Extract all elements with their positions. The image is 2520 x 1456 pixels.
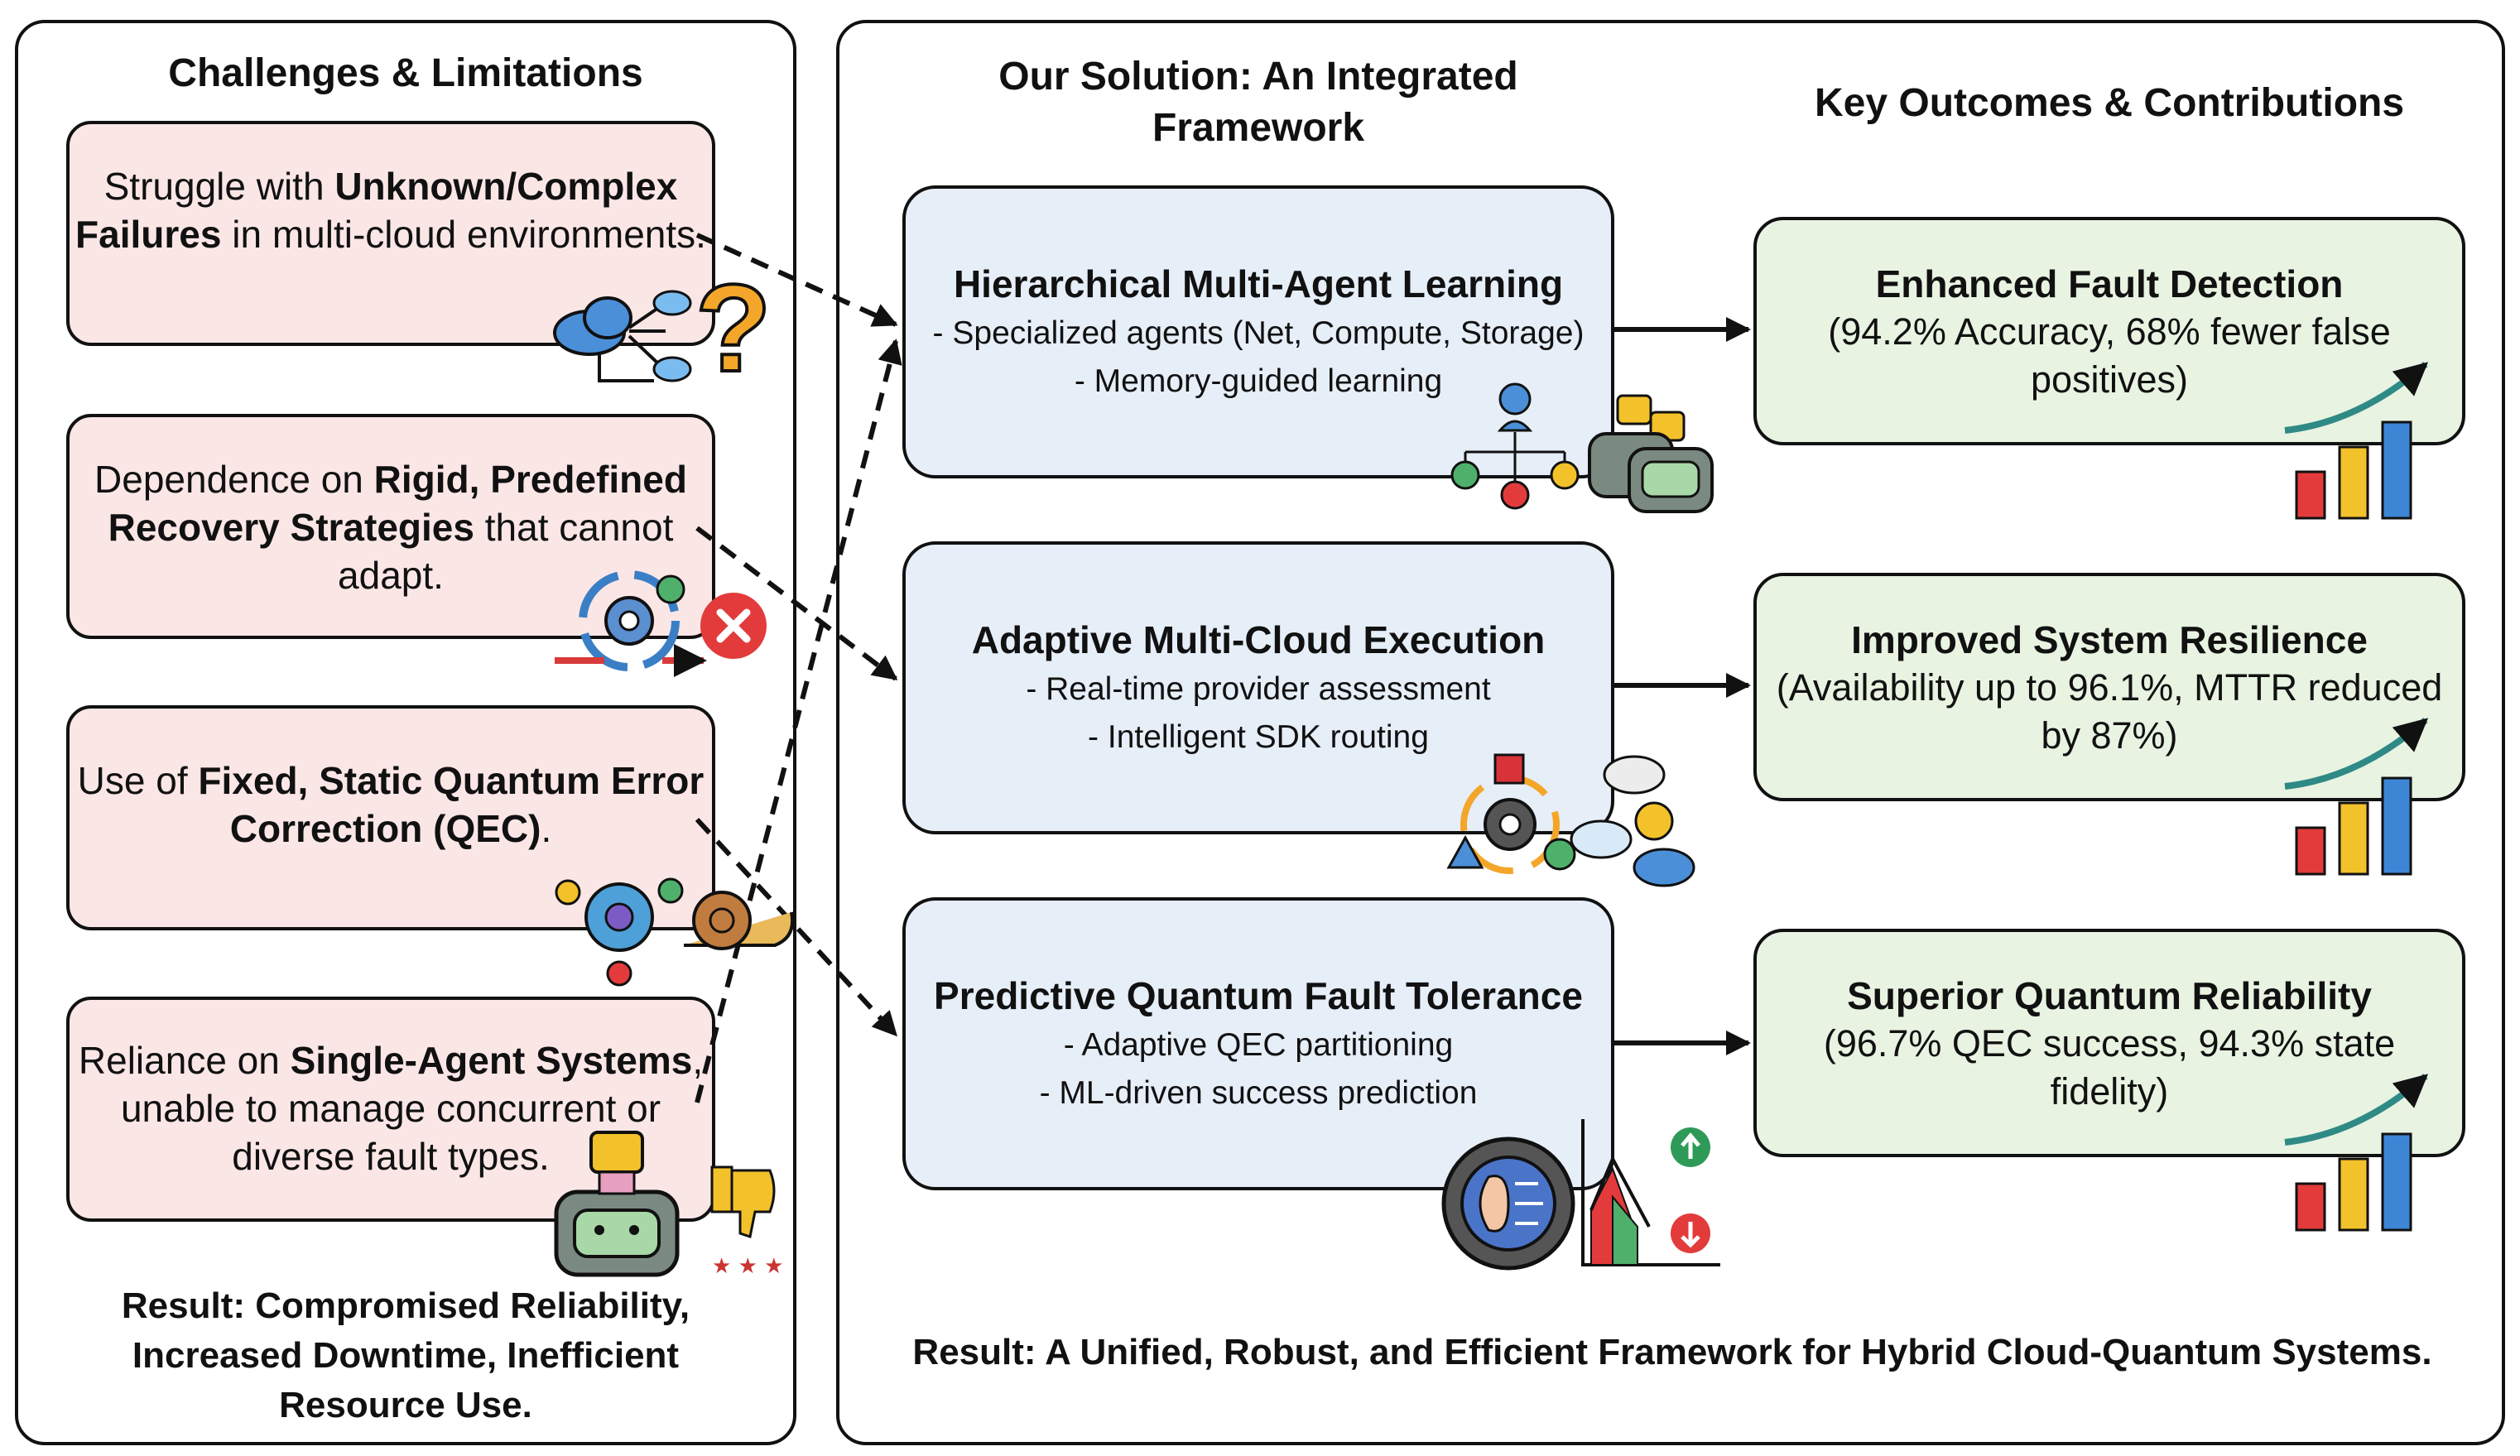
svg-text:?: ? (695, 258, 772, 397)
team-hierarchy-icon (1450, 382, 1580, 510)
solution-bullet: - Adaptive QEC partitioning (1063, 1027, 1454, 1063)
outcome-title-3: Superior Quantum Reliability (1847, 974, 2372, 1017)
challenge-box-2: Dependence on Rigid, Predefined Recovery… (66, 414, 715, 639)
svg-text:★ ★ ★: ★ ★ ★ (712, 1254, 783, 1279)
growth-bars-icon (2284, 717, 2429, 876)
multicloud-gear-icon (1446, 753, 1695, 887)
gear-cycle-icon (555, 570, 704, 667)
outcome-box-1: Enhanced Fault Detection (94.2% Accuracy… (1753, 217, 2465, 445)
growth-bars-icon (2284, 1073, 2429, 1232)
outcome-text-3: (96.7% QEC success, 94.3% state fidelity… (1823, 1022, 2396, 1112)
outcome-title-2: Improved System Resilience (1851, 618, 2368, 661)
outcome-box-2: Improved System Resilience (Availability… (1753, 573, 2465, 801)
challenge-box-4: Reliance on Single-Agent Systems, unable… (66, 997, 715, 1222)
solution-bullet: - Memory-guided learning (1074, 363, 1443, 399)
dashed-arrow-3 (695, 817, 898, 1037)
dashed-connectors (695, 233, 902, 1103)
dashed-arrow-2 (695, 526, 898, 681)
solution-bullet: - Intelligent SDK routing (1088, 719, 1429, 755)
solution-title-3: Predictive Quantum Fault Tolerance (934, 974, 1583, 1017)
thumbs-down-icon: ★ ★ ★ (710, 1165, 783, 1279)
solution-box-1: Hierarchical Multi-Agent Learning - Spec… (902, 185, 1614, 478)
dashed-arrow-4 (695, 339, 902, 1103)
growth-bars-icon (2284, 361, 2429, 520)
gear-check-icon (555, 877, 684, 987)
challenges-result: Result: Compromised Reliability, Increas… (121, 1285, 690, 1425)
outcome-text-1: (94.2% Accuracy, 68% fewer false positiv… (1828, 310, 2391, 401)
solution-box-2: Adaptive Multi-Cloud Execution - Real-ti… (902, 541, 1614, 834)
robot-group-icon (1588, 394, 1714, 513)
prediction-chart-icon (1581, 1119, 1720, 1266)
outcomes-title: Key Outcomes & Contributions (1814, 81, 2405, 125)
robot-icon (554, 1131, 680, 1277)
solution-box-3: Predictive Quantum Fault Tolerance - Ada… (902, 897, 1614, 1190)
brain-gear-icon (1441, 1136, 1575, 1271)
solution-result: Result: A Unified, Robust, and Efficient… (912, 1332, 2432, 1372)
cloud-network-icon (553, 290, 692, 382)
outcome-box-3: Superior Quantum Reliability (96.7% QEC … (1753, 929, 2465, 1157)
challenge-text-2: Dependence on Rigid, Predefined Recovery… (94, 458, 687, 597)
solution-title: Our Solution: An Integrated Framework (998, 55, 1518, 150)
challenge-text-4: Reliance on Single-Agent Systems, unable… (78, 1039, 704, 1178)
outcome-title-1: Enhanced Fault Detection (1875, 262, 2344, 305)
challenges-title: Challenges & Limitations (168, 51, 643, 95)
solution-bullet: - Specialized agents (Net, Compute, Stor… (932, 315, 1585, 351)
dashed-arrow-1 (695, 233, 898, 327)
outcome-text-2: (Availability up to 96.1%, MTTR reduced … (1776, 666, 2443, 757)
question-mark-icon: ? (694, 257, 773, 399)
challenge-text-1: Struggle with Unknown/Complex Failures i… (75, 165, 706, 256)
solution-bullet: - ML-driven success prediction (1039, 1075, 1478, 1111)
solution-bullet: - Real-time provider assessment (1026, 671, 1491, 707)
challenge-text-3: Use of Fixed, Static Quantum Error Corre… (77, 759, 705, 850)
solution-title-2: Adaptive Multi-Cloud Execution (971, 618, 1546, 661)
snail-icon (684, 891, 794, 950)
solid-connectors (1614, 317, 1751, 1055)
solution-title-1: Hierarchical Multi-Agent Learning (953, 262, 1564, 305)
error-x-icon (700, 593, 767, 659)
